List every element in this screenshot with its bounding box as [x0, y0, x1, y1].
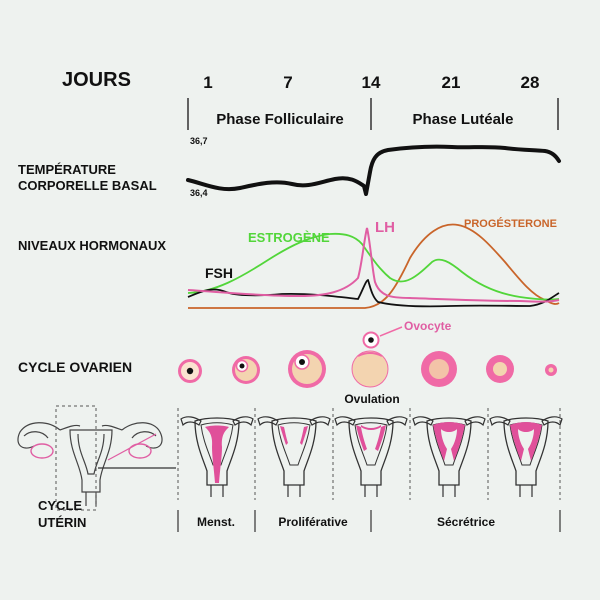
- day-label-28: 28: [521, 73, 540, 92]
- lh-label: LH: [375, 219, 395, 236]
- days-title: JOURS: [62, 69, 131, 91]
- uterus-proliferative-1: [257, 416, 331, 498]
- phase-follicular-label: Phase Folliculaire: [216, 111, 344, 128]
- fsh-label: FSH: [205, 265, 233, 281]
- uterine-cycle-label-line2: UTÉRIN: [38, 515, 86, 530]
- fsh-curve: [187, 279, 560, 308]
- phase-luteal-label: Phase Lutéale: [413, 111, 514, 128]
- temperature-tick-high: 36,7: [190, 136, 208, 146]
- oocyte-label: Ovocyte: [404, 319, 452, 333]
- temperature-label-line2: CORPORELLE BASAL: [18, 178, 157, 193]
- corpus-albicans: [545, 364, 557, 376]
- follicle-ovulating: [351, 350, 389, 388]
- follicle-tertiary: [288, 350, 326, 388]
- temperature-label-line1: TEMPÉRATURE: [18, 162, 116, 177]
- uterus-secretory-1: [412, 416, 486, 498]
- uterus-menstruation: [180, 416, 254, 498]
- reproductive-tract-overview: [17, 422, 163, 506]
- corpus-luteum-medium: [486, 355, 514, 383]
- day-label-21: 21: [442, 73, 461, 92]
- stage-menst-label: Menst.: [197, 515, 235, 529]
- follicle-primary: [178, 359, 202, 383]
- uterus-proliferative-2: [334, 416, 408, 498]
- follicle-secondary: [232, 356, 260, 384]
- estrogen-label: ESTROGÈNE: [248, 230, 330, 245]
- oocyte-pointer: [379, 326, 403, 337]
- temperature-curve: [186, 144, 561, 196]
- hormone-label: NIVEAUX HORMONAUX: [18, 238, 166, 253]
- estrogen-curve: [187, 232, 560, 301]
- stage-proliferative-label: Proliférative: [278, 515, 348, 529]
- ovulation-label: Ovulation: [344, 392, 399, 406]
- stage-secretory-label: Sécrétrice: [437, 515, 495, 529]
- uterus-zoom-box: [55, 405, 97, 511]
- ovarian-cycle-label: CYCLE OVARIEN: [18, 359, 132, 375]
- progesterone-label: PROGÉSTERONE: [464, 217, 557, 230]
- lh-curve: [187, 227, 560, 303]
- ovary-pointer: [107, 433, 157, 461]
- temperature-tick-low: 36,4: [190, 188, 208, 198]
- day-label-7: 7: [283, 73, 292, 92]
- day-label-14: 14: [362, 73, 381, 92]
- day-label-1: 1: [203, 73, 212, 92]
- uterus-secretory-2: [489, 416, 563, 498]
- oocyte: [362, 331, 380, 349]
- uterine-cycle-label-line1: CYCLE: [38, 498, 82, 513]
- corpus-luteum-large: [421, 351, 457, 387]
